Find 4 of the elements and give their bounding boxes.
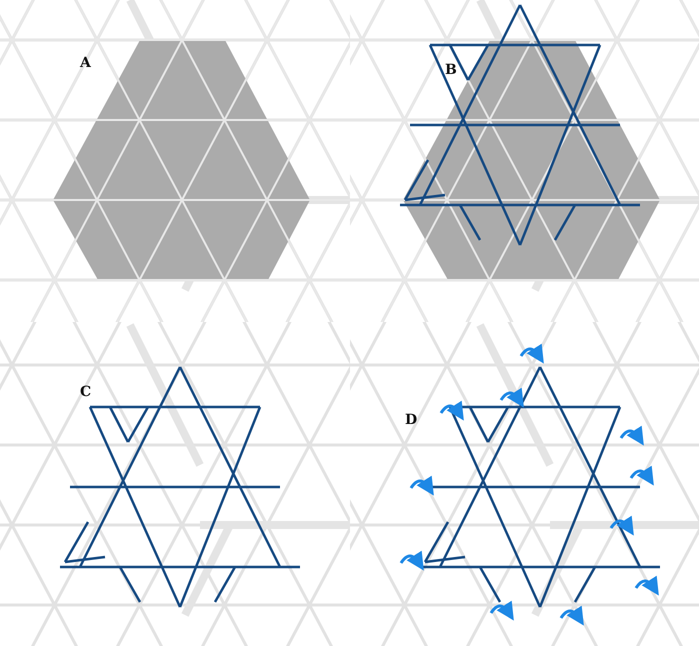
panel-letter: C [80, 384, 92, 400]
panel-letter: D [405, 412, 418, 428]
panel-letter: A [80, 55, 91, 71]
panel-letter: B [445, 62, 457, 78]
